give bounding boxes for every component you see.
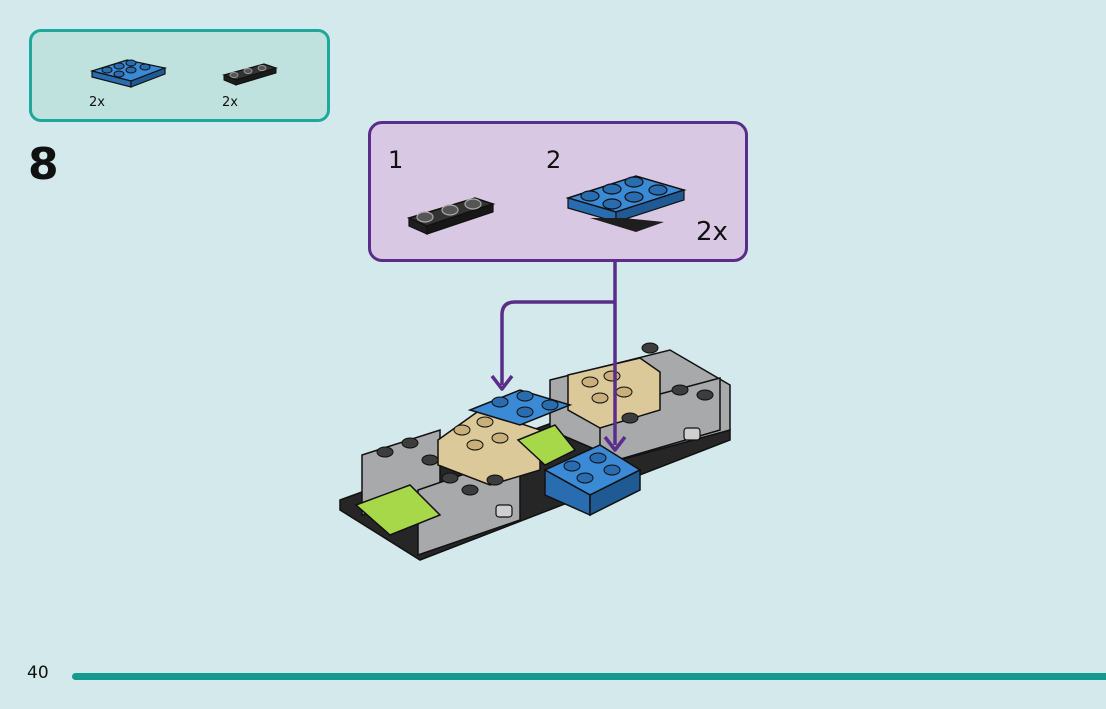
- studs: [376, 342, 714, 496]
- placement-arrows: [500, 262, 617, 445]
- black-plate-part: [406, 197, 496, 235]
- black-plate-qty: 2x: [222, 95, 238, 110]
- blue-plates-placed: [467, 389, 642, 517]
- parts-list-box: 2x 2x: [29, 29, 330, 122]
- step-number: 8: [28, 139, 59, 190]
- black-plate-icon: [222, 63, 278, 86]
- lime-bricks: [354, 424, 577, 536]
- sub-step-2-label: 2: [546, 146, 562, 174]
- sub-step-1-label: 1: [388, 146, 404, 174]
- blue-plate-qty: 2x: [89, 95, 105, 110]
- axle-pins: [495, 427, 701, 518]
- blue-plate-part: [565, 175, 687, 232]
- blue-plate-icon: [89, 59, 168, 88]
- page-progress-bar: [72, 673, 1106, 680]
- sub-assembly-qty: 2x: [696, 217, 728, 247]
- sub-assembly-callout: 1 2 2x: [368, 121, 748, 262]
- page-number: 40: [27, 663, 49, 683]
